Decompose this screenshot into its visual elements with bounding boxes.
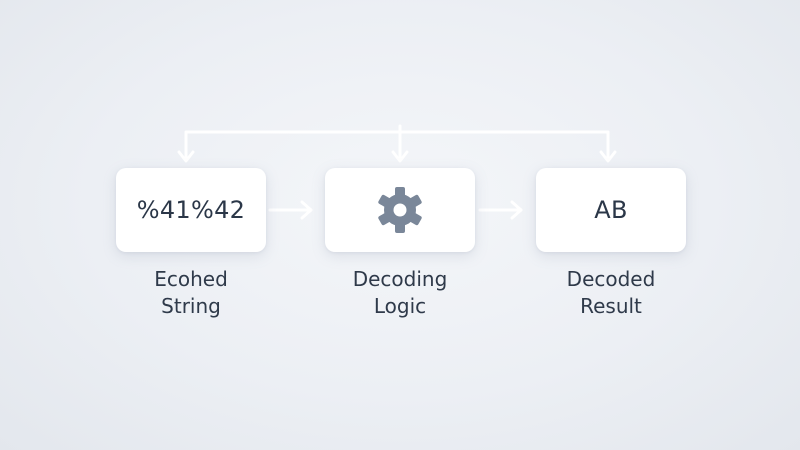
decoding-logic-box — [325, 168, 475, 252]
decoded-value: AB — [594, 196, 628, 224]
label-line: Logic — [373, 294, 427, 318]
arrowhead-right-1 — [300, 200, 313, 220]
feedback-line — [184, 130, 610, 162]
arrowhead-down-3 — [599, 150, 617, 163]
label-line: Ecohed — [154, 267, 228, 291]
arrowhead-right-2 — [510, 200, 523, 220]
encoded-string-box: %41%42 — [116, 168, 266, 252]
label-line: Result — [580, 294, 642, 318]
arrowhead-down-1 — [177, 150, 195, 163]
decoding-logic-label: Decoding Logic — [310, 266, 490, 320]
label-line: String — [161, 294, 221, 318]
decoded-result-label: Decoded Result — [521, 266, 701, 320]
encoded-value: %41%42 — [136, 196, 246, 224]
label-line: Decoding — [352, 267, 448, 291]
gear-icon — [378, 187, 422, 233]
encoded-string-label: Ecohed String — [101, 266, 281, 320]
decoded-result-box: AB — [536, 168, 686, 252]
label-line: Decoded — [566, 267, 656, 291]
arrowhead-down-2 — [391, 150, 409, 163]
